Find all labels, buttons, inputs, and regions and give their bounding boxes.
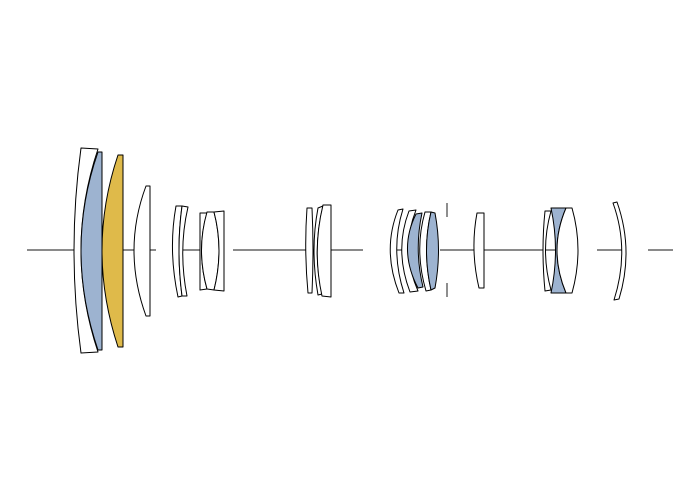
focus-group <box>389 208 439 294</box>
lens-element-22 <box>612 201 627 301</box>
middle-group <box>305 204 332 298</box>
lens-element-4 <box>133 185 151 317</box>
rear-group <box>473 201 627 301</box>
lens-element-2-ed-blue <box>80 151 103 351</box>
lens-element-19 <box>542 210 552 292</box>
lens-element-17-blue <box>426 211 439 291</box>
lens-element-9 <box>213 210 225 292</box>
second-group <box>171 205 225 298</box>
lens-element-21 <box>556 207 579 294</box>
lens-element-15-blue <box>407 212 424 289</box>
lens-element-10 <box>305 207 314 294</box>
lens-element-18 <box>473 212 485 289</box>
lens-element-6 <box>178 205 189 297</box>
lens-element-12 <box>316 204 332 298</box>
front-group <box>73 147 151 354</box>
lens-element-13 <box>389 208 405 294</box>
lens-element-3-yellow <box>101 154 124 348</box>
